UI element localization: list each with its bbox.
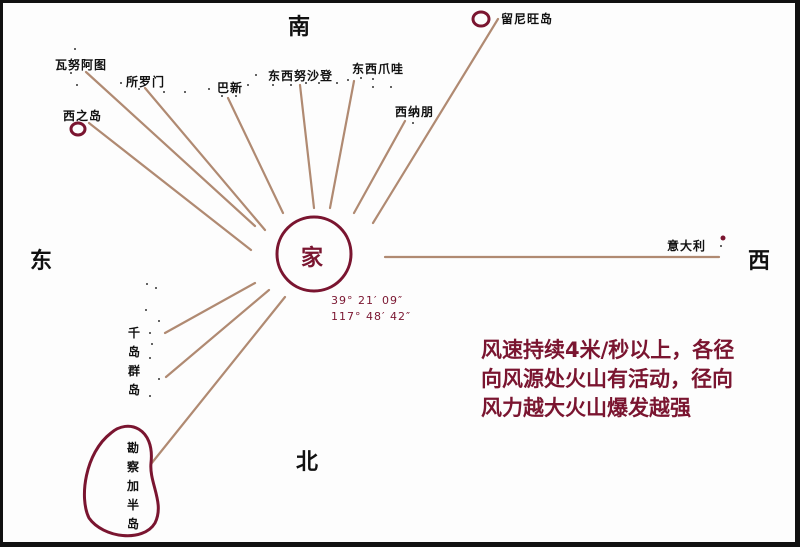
label-nishinoshima: 西之岛 (63, 109, 103, 123)
longitude: 117° 48′ 42″ (331, 310, 412, 323)
direction-north: 北 (296, 450, 319, 475)
label-reunion: 留尼旺岛 (501, 12, 554, 26)
label-east-west-java: 东西爪哇 (352, 62, 405, 76)
label-east-west-nusa: 东西努沙登 (268, 69, 334, 83)
direction-west: 西 (748, 249, 771, 274)
label-italy: 意大利 (667, 239, 707, 253)
note-line-2: 向风源处火山有活动，径向 (481, 367, 733, 391)
label-vanuatu: 瓦努阿图 (55, 58, 108, 72)
label-png: 巴新 (217, 81, 244, 95)
label-solomon: 所罗门 (126, 75, 166, 89)
note-line-3: 风力越大火山爆发越强 (481, 396, 691, 420)
label-kamchatka: 勘察加半岛 (126, 441, 139, 531)
direction-south: 南 (288, 15, 311, 40)
explanation-note: 风速持续4米/秒以上，各径 向风源处火山有活动，径向 风力越大火山爆发越强 (481, 336, 795, 423)
latitude: 39° 21′ 09″ (331, 294, 404, 307)
home-label: 家 (301, 246, 324, 271)
label-sinabung: 西纳朋 (395, 105, 435, 119)
radial-lines (69, 10, 726, 538)
note-line-1: 风速持续4米/秒以上，各径 (481, 338, 735, 362)
direction-east: 东 (30, 249, 53, 274)
label-kuril-islands: 千岛群岛 (127, 326, 140, 397)
